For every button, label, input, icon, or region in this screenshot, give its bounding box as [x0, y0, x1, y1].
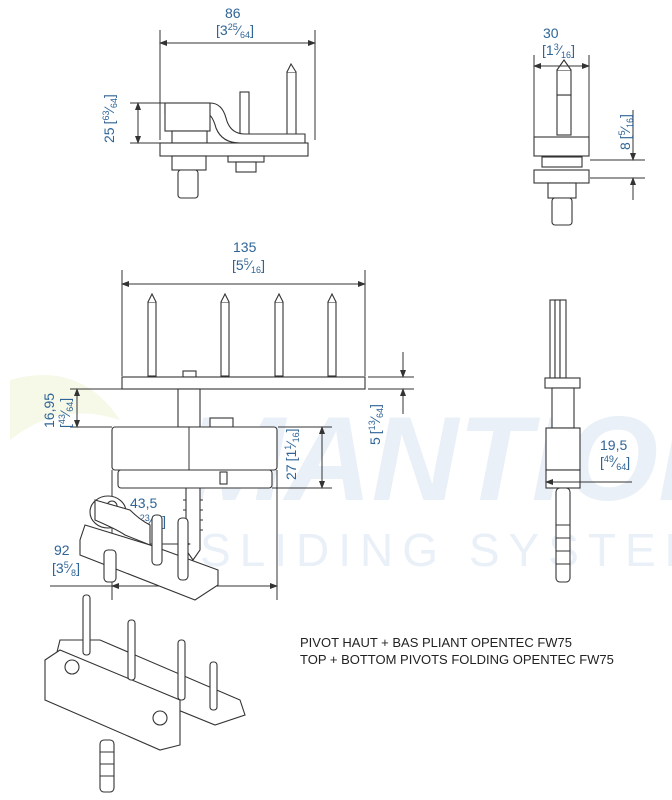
svg-text:[325⁄64]: [325⁄64] — [216, 22, 254, 40]
svg-text:92: 92 — [54, 542, 70, 558]
bottom-pivot-side-view — [544, 299, 581, 583]
top-pivot-side-view — [533, 59, 590, 226]
dimension-body-height: 27[11⁄16] — [272, 426, 332, 489]
top-pivot-front-view — [159, 62, 309, 199]
svg-text:5[13⁄64]: 5[13⁄64] — [367, 404, 385, 445]
svg-text:8[5⁄16]: 8[5⁄16] — [617, 114, 635, 150]
watermark-tagline: SLIDING SYSTEM — [200, 524, 672, 576]
dim-label: 86 — [225, 5, 241, 21]
product-caption: PIVOT HAUT + BAS PLIANT OPENTEC FW75 TOP… — [300, 634, 614, 668]
svg-text:27[11⁄16]: 27[11⁄16] — [283, 428, 301, 480]
dimension-top-height: 25[63⁄64] — [101, 94, 165, 144]
svg-text:43,5: 43,5 — [130, 495, 157, 511]
svg-text:[35⁄8]: [35⁄8] — [52, 560, 80, 578]
svg-text:[55⁄16]: [55⁄16] — [232, 257, 265, 275]
caption-french: PIVOT HAUT + BAS PLIANT OPENTEC FW75 — [300, 635, 572, 650]
bottom-pivot-front-view — [111, 292, 366, 561]
svg-text:25[63⁄64]: 25[63⁄64] — [101, 94, 119, 143]
dimension-side-body-width: 19,5 [49⁄64] — [545, 437, 632, 485]
svg-text:135: 135 — [233, 239, 257, 255]
top-pivot-isometric — [79, 495, 219, 601]
svg-text:[13⁄16]: [13⁄16] — [542, 42, 575, 60]
svg-text:30: 30 — [543, 25, 559, 41]
svg-text:16,95: 16,95 — [41, 393, 57, 428]
watermark: MANTION SLIDING SYSTEM — [10, 375, 672, 576]
svg-text:19,5: 19,5 — [600, 437, 627, 453]
caption-english: TOP + BOTTOM PIVOTS FOLDING OPENTEC FW75 — [300, 652, 614, 667]
svg-text:[43⁄64]: [43⁄64] — [57, 398, 75, 428]
dimension-plate-thickness: 5[13⁄64] — [367, 352, 414, 445]
dimension-bottom-offset: 16,95 [43⁄64] — [41, 388, 180, 428]
bottom-pivot-isometric — [44, 594, 246, 793]
dimension-side-gap: 8[5⁄16] — [590, 110, 645, 200]
dimension-top-width: 86 [325⁄64] — [159, 5, 316, 140]
